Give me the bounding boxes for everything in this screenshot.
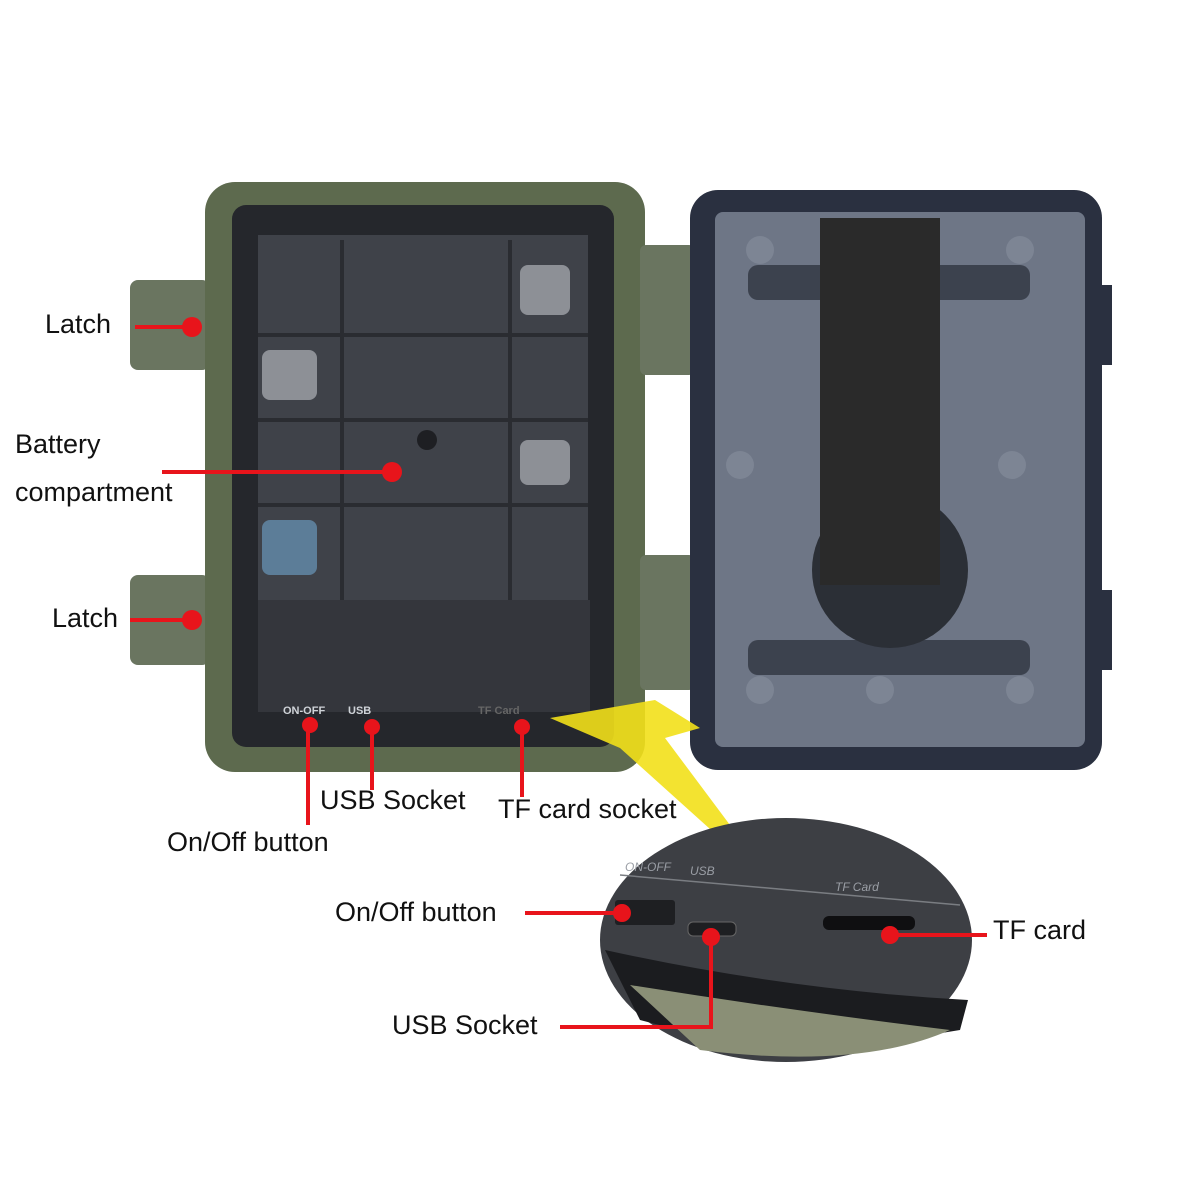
label-compartment: compartment [15, 477, 173, 507]
inset-usb-text: USB [690, 864, 715, 878]
label-battery: Battery [15, 429, 101, 459]
hinge-top [640, 245, 695, 375]
device-on-off-text: ON-OFF [283, 705, 326, 717]
label-latch-top: Latch [45, 309, 112, 339]
pointer-arrow [550, 700, 780, 892]
battery-springs [262, 265, 570, 575]
callout-dots [182, 317, 899, 946]
label-usb-socket: USB Socket [320, 785, 466, 815]
label-tf-card-socket: TF card socket [498, 794, 677, 824]
label-inset-usb-socket: USB Socket [392, 1010, 538, 1040]
hinge-bottom [640, 555, 695, 690]
device-usb-text: USB [348, 705, 372, 717]
callout-lines [130, 325, 987, 1029]
label-latch-bottom: Latch [52, 603, 119, 633]
inset-switch [615, 900, 675, 925]
inset-on-off-text: ON-OFF [625, 860, 671, 874]
label-inset-tf-card: TF card [993, 915, 1087, 945]
inset-tf-slot [823, 916, 915, 930]
label-on-off-button: On/Off button [167, 827, 329, 857]
camera-body [130, 182, 695, 772]
inset-tf-card-text: TF Card [835, 880, 879, 894]
label-inset-on-off-button: On/Off button [335, 897, 497, 927]
foam-strip [820, 218, 940, 585]
device-tf-card-text: TF Card [478, 705, 520, 717]
bottom-panel [258, 600, 590, 712]
camera-lid [690, 190, 1112, 770]
